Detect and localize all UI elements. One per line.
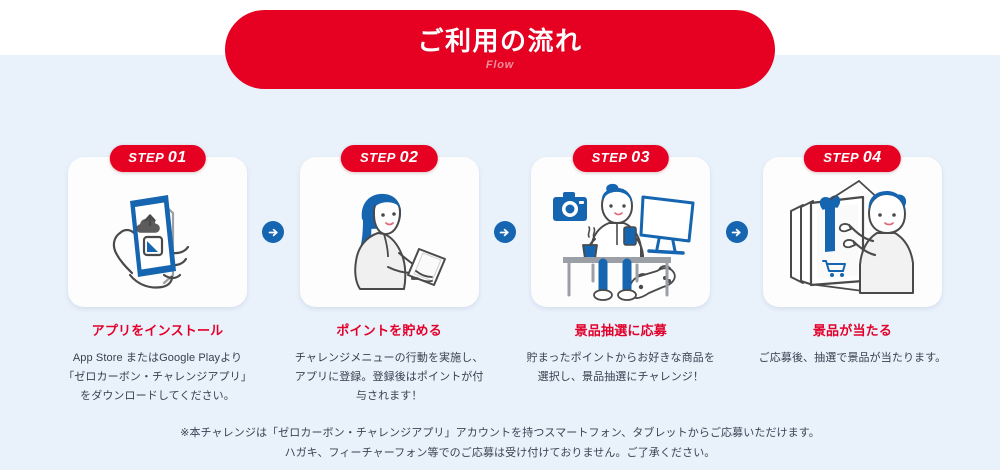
step-card-wrap-03: STEP 03 [523,145,718,307]
step-description-line: ご応募後、抽選で景品が当たります。 [758,351,947,364]
step-item-01: STEP 01 アプリをインストール App Store またはGoogle P… [60,145,255,406]
step-heading-04: 景品が当たる [812,323,893,338]
step-badge-01: STEP 01 [109,145,206,172]
step-description-line: チャレンジメニューの行動を実施し、 [294,351,484,364]
step-badge-04: STEP 04 [804,145,901,172]
connector-arrow-3 [719,145,755,243]
step-description-line: アプリに登録。登録後はポイントが付 [294,370,484,383]
steps-row: STEP 01 アプリをインストール App Store またはGoogle P… [60,145,950,406]
connector-arrow-1 [255,145,291,243]
page-title: ご利用の流れ [417,25,583,56]
step-card-04 [762,157,942,307]
step-badge-label: STEP [823,150,859,165]
step-description-03: 貯まったポイントからお好きな商品を 選択し、景品抽選にチャレンジ！ [523,349,719,387]
step-description-04: ご応募後、抽選で景品が当たります。 [754,349,950,368]
step-description-02: チャレンジメニューの行動を実施し、 アプリに登録。登録後はポイントが付 与されま… [291,349,487,406]
connector-arrow-2 [487,145,523,243]
step-badge-number: 02 [399,149,419,166]
step-heading-01: アプリをインストール [91,323,224,338]
person-at-desk-with-prizes-icon [531,167,710,307]
step-card-wrap-04: STEP 04 [755,145,950,307]
step-heading-03: 景品抽選に応募 [574,323,668,338]
step-item-04: STEP 04 景品が当たる ご応募後、抽選で景品が当たります。 [755,145,950,368]
step-badge-label: STEP [128,150,164,165]
step-description-line: App Store またはGoogle Playより [72,351,243,364]
arrow-right-icon [493,221,516,243]
step-badge-number: 03 [631,149,651,166]
person-using-smartphone-icon [300,167,479,307]
page-subtitle: Flow [485,59,515,72]
footnote-line: ※本チャレンジは「ゼロカーボン・チャレンジアプリ」アカウントを持つスマートフォン… [180,427,820,439]
person-receiving-gift-icon [763,167,942,307]
footnote: ※本チャレンジは「ゼロカーボン・チャレンジアプリ」アカウントを持つスマートフォン… [0,424,1000,464]
step-description-line: 貯まったポイントからお好きな商品を [526,351,715,364]
step-badge-label: STEP [359,150,396,165]
step-description-01: App Store またはGoogle Playより 「ゼロカーボン・チャレンジ… [60,349,256,406]
step-badge-number: 01 [167,149,187,166]
step-badge-03: STEP 03 [572,145,670,172]
step-badge-number: 04 [862,149,882,166]
arrow-right-icon [725,221,748,243]
step-description-line: をダウンロードしてください。 [80,389,235,402]
step-heading-02: ポイントを貯める [336,323,442,338]
footnote-line: ハガキ、フィーチャーフォン等でのご応募は受け付けておりません。ご了承ください。 [284,446,716,459]
section-header-banner: ご利用の流れ Flow [225,10,775,89]
step-badge-label: STEP [591,150,628,165]
step-item-03: STEP 03 景品抽選に応募 貯まったポイントからお好きな商品を 選択し、景品… [523,145,718,387]
step-description-line: 選択し、景品抽選にチャレンジ！ [537,370,704,383]
hand-holding-phone-download-icon [68,167,247,307]
step-description-line: 「ゼロカーボン・チャレンジアプリ」 [63,370,252,383]
step-item-02: STEP 02 ポイントを貯める チャレンジメニューの行動を実施し、 アプリに登… [292,145,487,406]
step-badge-02: STEP 02 [340,145,438,172]
step-card-01 [68,157,247,307]
step-card-wrap-01: STEP 01 [60,145,255,307]
step-description-line: 与されます！ [355,389,423,402]
arrow-right-icon [262,221,285,243]
step-card-02 [299,157,479,307]
step-card-wrap-02: STEP 02 [292,145,487,307]
step-card-03 [531,157,711,307]
